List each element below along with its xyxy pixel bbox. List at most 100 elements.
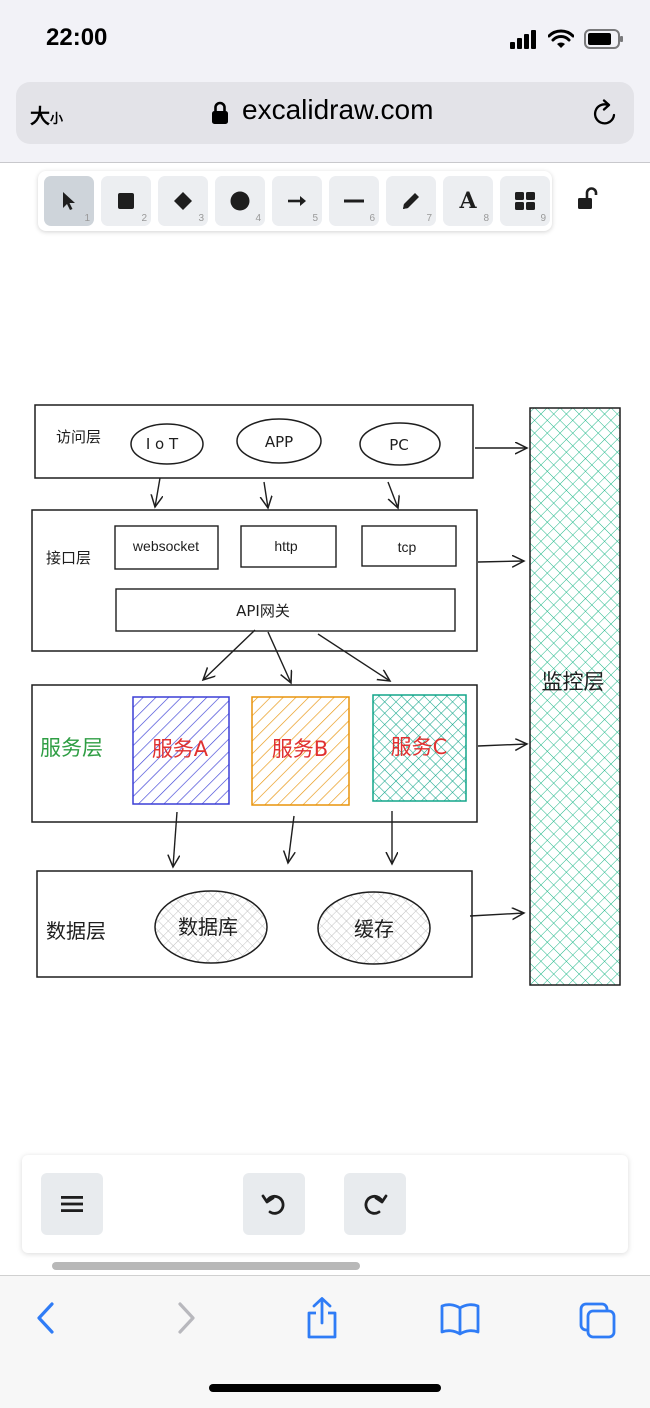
interface-item-websocket[interactable]: websocket xyxy=(114,525,219,570)
bookmarks-icon[interactable] xyxy=(440,1296,480,1340)
monitor-layer[interactable]: 监控层 xyxy=(529,407,621,986)
tool-number: 7 xyxy=(426,213,432,224)
api-gateway[interactable]: API网关 xyxy=(115,588,456,632)
status-icons xyxy=(510,28,624,50)
tool-library[interactable]: 9 xyxy=(500,176,550,226)
lock-icon xyxy=(212,101,228,124)
tabs-icon[interactable] xyxy=(578,1296,618,1340)
interface-layer[interactable]: 接口层 websocket http tcp API网关 xyxy=(31,509,478,652)
status-time: 22:00 xyxy=(46,24,108,51)
service-b-label: 服务B xyxy=(272,737,328,761)
service-a[interactable]: 服务A xyxy=(132,696,230,805)
tool-number: 1 xyxy=(84,213,90,224)
access-item-iot[interactable]: I o T xyxy=(130,423,204,465)
status-bar: 22:00 xyxy=(0,0,650,80)
monitor-layer-label: 监控层 xyxy=(542,670,605,694)
access-item-app-label: APP xyxy=(265,433,293,451)
text-size-button[interactable]: 大小 xyxy=(30,100,63,129)
back-icon[interactable] xyxy=(32,1296,60,1340)
interface-item-http[interactable]: http xyxy=(240,525,337,568)
redo-button[interactable] xyxy=(344,1173,406,1235)
undo-icon xyxy=(261,1194,285,1215)
interface-item-websocket-label: websocket xyxy=(132,538,199,554)
library-icon xyxy=(515,192,535,210)
data-layer[interactable]: 数据层 数据库 缓存 xyxy=(36,870,473,978)
address-area: 大小 excalidraw.com xyxy=(0,80,650,163)
browser-bottom-bar xyxy=(0,1275,650,1408)
service-a-label: 服务A xyxy=(152,737,209,761)
access-layer-label: 访问层 xyxy=(56,428,101,446)
arrow-data-to-monitor[interactable] xyxy=(469,913,524,916)
interface-item-http-label: http xyxy=(274,538,298,554)
text-size-small: 小 xyxy=(50,112,64,127)
url-text[interactable]: excalidraw.com xyxy=(242,94,434,125)
arrow-pc-to-interface[interactable] xyxy=(387,481,398,508)
arrow-icon xyxy=(288,196,306,206)
access-item-iot-label: I o T xyxy=(146,435,179,453)
service-c-label: 服务C xyxy=(391,735,448,759)
tool-diamond[interactable]: 3 xyxy=(158,176,208,226)
address-bar[interactable]: 大小 excalidraw.com xyxy=(16,82,634,144)
access-item-pc[interactable]: PC xyxy=(359,422,441,466)
tool-number: 2 xyxy=(141,213,147,224)
tool-selection[interactable]: 1 xyxy=(44,176,94,226)
cache[interactable]: 缓存 xyxy=(317,891,431,965)
tool-ellipse[interactable]: 4 xyxy=(215,176,265,226)
undo-button[interactable] xyxy=(243,1173,305,1235)
access-item-app[interactable]: APP xyxy=(236,418,322,464)
tool-number: 5 xyxy=(312,213,318,224)
reload-icon[interactable] xyxy=(592,99,618,127)
tool-text[interactable]: A 8 xyxy=(443,176,493,226)
arrow-gateway-to-service-b[interactable] xyxy=(267,631,291,683)
database[interactable]: 数据库 xyxy=(154,890,268,964)
ellipse-icon xyxy=(230,191,250,211)
service-layer[interactable]: 服务层 服务A 服务B 服务C xyxy=(31,684,478,823)
menu-button[interactable] xyxy=(41,1173,103,1235)
horizontal-scrollbar[interactable] xyxy=(52,1262,360,1270)
unlock-icon[interactable] xyxy=(576,187,602,211)
arrow-iot-to-interface[interactable] xyxy=(155,477,160,507)
redo-icon xyxy=(364,1194,388,1215)
home-indicator xyxy=(209,1384,441,1392)
tool-number: 8 xyxy=(483,213,489,224)
arrow-gateway-to-service-c[interactable] xyxy=(317,633,390,681)
database-label: 数据库 xyxy=(178,915,238,939)
service-c[interactable]: 服务C xyxy=(372,694,467,802)
tool-line[interactable]: 6 xyxy=(329,176,379,226)
data-layer-label: 数据层 xyxy=(46,919,106,943)
rectangle-icon xyxy=(118,193,134,209)
arrow-service-b-to-data[interactable] xyxy=(288,815,294,863)
arrow-interface-to-monitor[interactable] xyxy=(477,561,524,562)
share-icon[interactable] xyxy=(304,1296,340,1340)
api-gateway-label: API网关 xyxy=(236,602,290,620)
hamburger-menu-icon xyxy=(61,1196,83,1212)
interface-item-tcp[interactable]: tcp xyxy=(361,525,457,567)
service-layer-label: 服务层 xyxy=(40,736,103,760)
arrow-gateway-to-service-a[interactable] xyxy=(203,629,256,680)
access-item-pc-label: PC xyxy=(389,436,409,454)
arrow-service-a-to-data[interactable] xyxy=(173,811,177,867)
forward-icon[interactable] xyxy=(172,1296,200,1340)
tool-rectangle[interactable]: 2 xyxy=(101,176,151,226)
tool-number: 6 xyxy=(369,213,375,224)
service-b[interactable]: 服务B xyxy=(251,696,350,806)
shape-toolbar: 1 2 3 4 5 6 7 A 8 xyxy=(38,171,552,231)
bottom-panel xyxy=(22,1155,628,1253)
drawing-canvas[interactable]: 访问层 I o T APP PC 接口层 websocket xyxy=(0,163,650,1275)
text-icon: A xyxy=(459,188,477,214)
tool-pencil[interactable]: 7 xyxy=(386,176,436,226)
cache-label: 缓存 xyxy=(354,917,394,941)
tool-number: 9 xyxy=(540,213,546,224)
tool-arrow[interactable]: 5 xyxy=(272,176,322,226)
access-layer[interactable]: 访问层 I o T APP PC xyxy=(34,404,474,479)
interface-layer-label: 接口层 xyxy=(46,549,91,567)
pencil-icon xyxy=(403,193,419,209)
arrow-app-to-interface[interactable] xyxy=(264,481,268,508)
architecture-diagram: 访问层 I o T APP PC 接口层 websocket xyxy=(31,404,621,986)
tool-number: 4 xyxy=(255,213,261,224)
tool-number: 3 xyxy=(198,213,204,224)
cellular-signal-icon xyxy=(510,30,536,49)
arrow-service-to-monitor[interactable] xyxy=(477,744,527,746)
line-icon xyxy=(344,199,364,203)
wifi-icon xyxy=(548,29,574,48)
